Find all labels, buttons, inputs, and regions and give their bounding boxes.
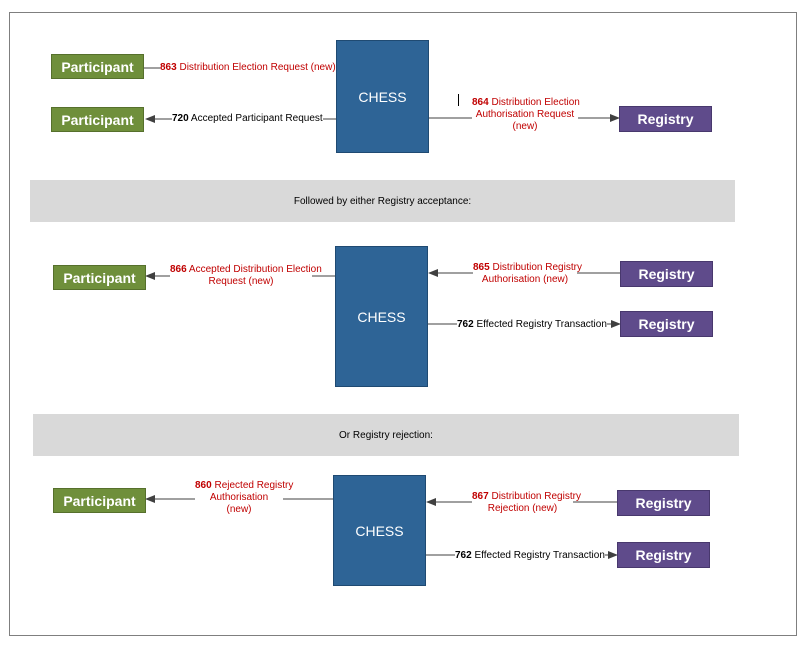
label-762-b: 762 Effected Registry Transaction (455, 550, 605, 562)
label-865: 865 Distribution Registry Authorisation … (473, 262, 582, 286)
participant-box-2: Participant (51, 107, 144, 132)
participant-box-4: Participant (53, 488, 146, 513)
text-cursor (458, 94, 459, 106)
label-864: 864 Distribution Election Authorisation … (472, 97, 580, 133)
label-863: 863 Distribution Election Request (new) (160, 62, 336, 74)
label-860: 860 Rejected Registry Authorisation (new… (195, 480, 294, 516)
section-band-rejection: Or Registry rejection: (33, 414, 739, 456)
registry-box-5: Registry (617, 542, 710, 568)
participant-box-3: Participant (53, 265, 146, 290)
label-720: 720 Accepted Participant Request (172, 113, 323, 125)
participant-box-1: Participant (51, 54, 144, 79)
chess-box-1: CHESS (336, 40, 429, 153)
registry-box-1: Registry (619, 106, 712, 132)
registry-box-2: Registry (620, 261, 713, 287)
label-762-a: 762 Effected Registry Transaction (457, 319, 607, 331)
label-867: 867 Distribution Registry Rejection (new… (472, 491, 581, 515)
registry-box-4: Registry (617, 490, 710, 516)
registry-box-3: Registry (620, 311, 713, 337)
chess-box-2: CHESS (335, 246, 428, 387)
label-866: 866 Accepted Distribution Election Reque… (170, 264, 322, 288)
chess-box-3: CHESS (333, 475, 426, 586)
section-band-acceptance: Followed by either Registry acceptance: (30, 180, 735, 222)
